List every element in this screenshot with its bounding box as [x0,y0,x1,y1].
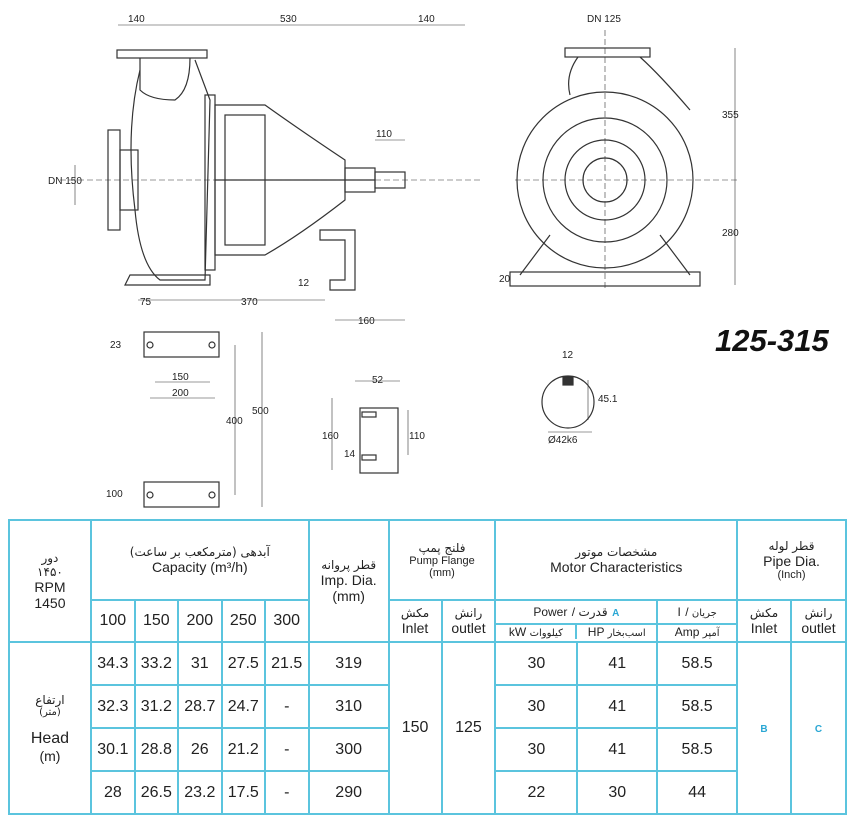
dim-52: 52 [372,375,384,386]
hp-cell: 41 [576,727,659,772]
dim-355: 355 [722,110,739,121]
dim-140-right: 140 [418,14,435,25]
head-cell: 31 [176,641,223,686]
kw-cell: 30 [494,684,579,729]
dim-75: 75 [140,297,152,308]
dim-23: 23 [110,340,122,351]
pump-flange-header: فلنج پمپ Pump Flange (mm) [387,519,497,601]
motor-header: مشخصات موتور Motor Characteristics [494,519,739,601]
dim-160-foot: 160 [322,431,339,442]
head-cell: 27.5 [220,641,266,686]
dim-400: 400 [226,416,243,427]
head-cell: 28.7 [176,684,223,729]
head-cell: 32.3 [89,684,136,729]
pipe-inlet-value: B [736,641,792,815]
dim-280: 280 [722,228,739,239]
pipe-outlet-value: C [789,641,847,815]
head-cell: 17.5 [220,770,266,815]
dim-14: 14 [344,449,356,460]
imp-cell: 310 [307,684,390,729]
spec-table: دور ۱۴۵۰ RPM 1450 آبدهی (مترمکعب بر ساعت… [8,519,847,815]
imp-cell: 300 [307,727,390,772]
kw-cell: 22 [494,770,579,815]
head-cell: 33.2 [133,641,179,686]
head-cell: - [263,727,310,772]
head-cell: 26 [176,727,223,772]
hp-cell: 30 [576,770,659,815]
hp-cell: 41 [576,684,659,729]
pump-dimension-drawing: 140 530 140 DN 125 DN 150 110 355 280 75… [48,14,740,508]
dim-key-12: 12 [562,350,574,361]
head-cell: 30.1 [89,727,136,772]
head-cell: 31.2 [133,684,179,729]
dim-shaft-dia: Ø42k6 [548,435,578,446]
cap-col-2: 150 [133,599,179,643]
dim-370: 370 [241,297,258,308]
kw-cell: 30 [494,727,579,772]
dim-45-1: 45.1 [598,394,618,405]
amp-cell: 44 [656,770,739,815]
dim-160-base: 160 [358,316,375,327]
amp-cell: 58.5 [656,727,739,772]
rpm-header: دور ۱۴۵۰ RPM 1450 [8,519,92,643]
dim-140-left: 140 [128,14,145,25]
flange-outlet-value: 125 [440,641,497,815]
amp-cell: 58.5 [656,641,739,686]
head-cell: - [263,770,310,815]
head-cell: 24.7 [220,684,266,729]
dim-110-foot: 110 [409,431,425,442]
amp-cell: 58.5 [656,684,739,729]
dim-150-plate: 150 [172,372,189,383]
dim-530: 530 [280,14,297,25]
dim-500: 500 [252,406,269,417]
pipe-dia-header: قطر لوله Pipe Dia. (Inch) [736,519,847,601]
flange-inlet-value: 150 [387,641,443,815]
dim-dn-outlet: DN 125 [587,14,621,25]
head-cell: 28.8 [133,727,179,772]
head-cell: 26.5 [133,770,179,815]
dim-12: 12 [298,278,310,289]
cap-col-3: 200 [176,599,223,643]
head-cell: 34.3 [89,641,136,686]
dim-100-plate: 100 [106,489,123,500]
model-number: 125-315 [715,323,829,358]
current-header: I / جریان Amp آمپر [656,599,739,643]
cap-col-5: 300 [263,599,310,643]
dim-200-plate: 200 [172,388,189,399]
head-cell: 28 [89,770,136,815]
dim-20: 20 [499,274,511,285]
head-cell: - [263,684,310,729]
head-cell: 21.2 [220,727,266,772]
cap-col-1: 100 [89,599,136,643]
imp-cell: 319 [307,641,390,686]
dim-110-shaft: 110 [376,129,392,140]
imp-cell: 290 [307,770,390,815]
imp-dia-header: قطر پروانه Imp. Dia. (mm) [307,519,390,643]
power-header: Power / قدرت A kW کیلووات HP اسب‌بخار [494,599,659,643]
head-header: ارتفاع (متر) Head (m) [8,641,92,815]
head-cell: 23.2 [176,770,223,815]
dim-dn-inlet: DN 150 [48,176,82,187]
kw-cell: 30 [494,641,579,686]
hp-cell: 41 [576,641,659,686]
capacity-header: آبدهی (مترمکعب بر ساعت) Capacity (m³/h) [89,519,310,601]
head-cell: 21.5 [263,641,310,686]
cap-col-4: 250 [220,599,266,643]
